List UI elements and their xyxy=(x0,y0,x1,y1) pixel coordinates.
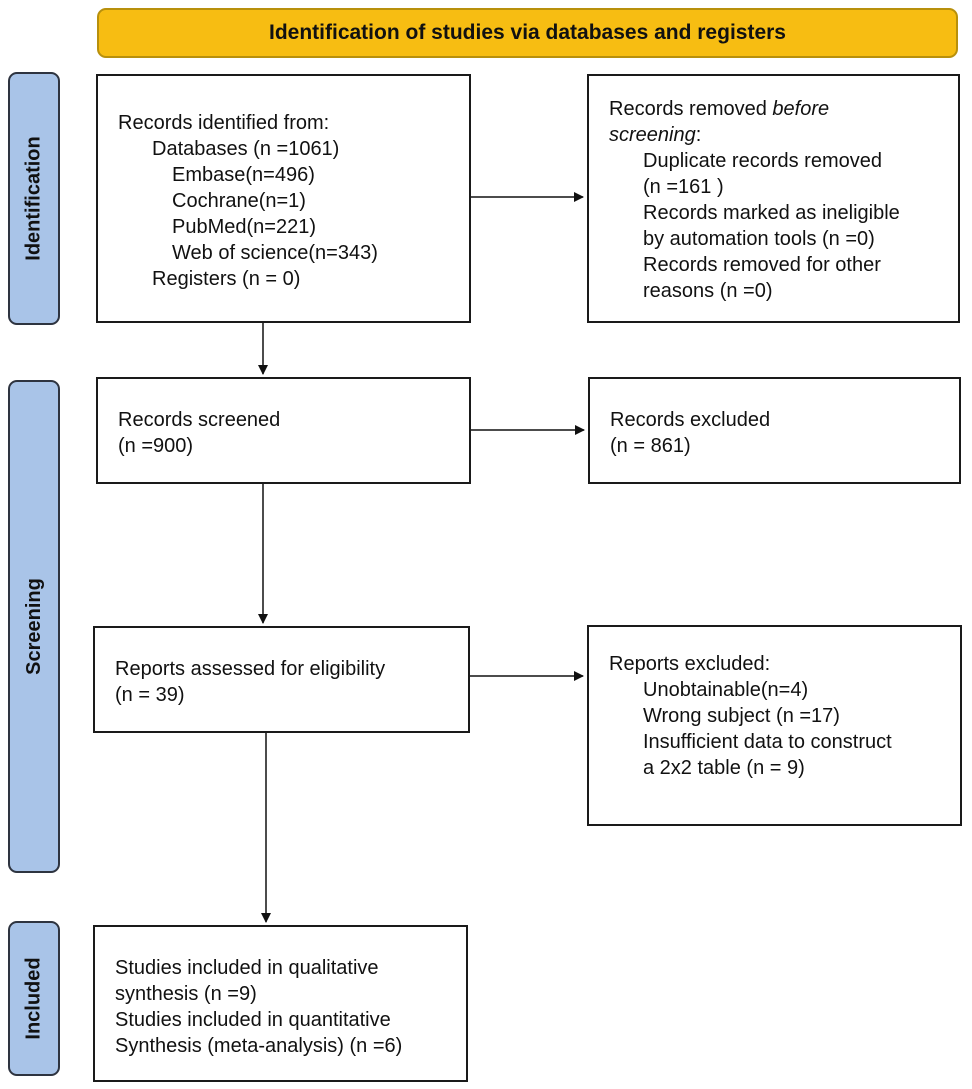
header-banner: Identification of studies via databases … xyxy=(97,8,958,58)
records-removed-heading: Records removed before xyxy=(609,98,830,120)
records-screened-label: Records screened xyxy=(118,409,281,431)
included-box: Studies included in qualitative synthesi… xyxy=(93,925,468,1082)
duplicates-count: (n =161 ) xyxy=(643,176,724,198)
other-removed-count: reasons (n =0) xyxy=(643,280,773,302)
reports-assessed-label: Reports assessed for eligibility xyxy=(115,658,386,680)
records-removed-box: Records removed before screening: Duplic… xyxy=(587,74,960,323)
insufficient-data-label: Insufficient data to construct xyxy=(643,731,892,753)
cochrane-count: Cochrane(n=1) xyxy=(172,190,306,212)
records-screened-count: (n =900) xyxy=(118,435,194,457)
ineligible-count: by automation tools (n =0) xyxy=(643,228,875,250)
unobtainable-count: Unobtainable(n=4) xyxy=(643,679,809,701)
reports-excluded-box: Reports excluded: Unobtainable(n=4) Wron… xyxy=(587,625,962,826)
qualitative-count: synthesis (n =9) xyxy=(115,983,257,1005)
ineligible-label: Records marked as ineligible xyxy=(643,202,900,224)
registers-count: Registers (n = 0) xyxy=(152,268,301,290)
duplicates-label: Duplicate records removed xyxy=(643,150,882,172)
other-removed-label: Records removed for other xyxy=(643,254,881,276)
records-excluded-label: Records excluded xyxy=(610,409,771,431)
records-screened-box: Records screened (n =900) xyxy=(96,377,471,484)
wrong-subject-count: Wrong subject (n =17) xyxy=(643,705,840,727)
reports-excluded-heading: Reports excluded: xyxy=(609,653,771,675)
phase-identification: Identification xyxy=(8,72,60,325)
phase-screening: Screening xyxy=(8,380,60,873)
quantitative-count: Synthesis (meta-analysis) (n =6) xyxy=(115,1035,403,1057)
insufficient-data-count: a 2x2 table (n = 9) xyxy=(643,757,805,779)
reports-assessed-box: Reports assessed for eligibility (n = 39… xyxy=(93,626,470,733)
embase-count: Embase(n=496) xyxy=(172,164,315,186)
qualitative-label: Studies included in qualitative xyxy=(115,957,379,979)
pubmed-count: PubMed(n=221) xyxy=(172,216,316,238)
header-title: Identification of studies via databases … xyxy=(269,21,786,44)
phase-included: Included xyxy=(8,921,60,1076)
databases-count: Databases (n =1061) xyxy=(152,138,340,160)
records-excluded-count: (n = 861) xyxy=(610,435,691,457)
reports-assessed-count: (n = 39) xyxy=(115,684,185,706)
records-identified-heading: Records identified from: xyxy=(118,112,330,134)
quantitative-label: Studies included in quantitative xyxy=(115,1009,391,1031)
wos-count: Web of science(n=343) xyxy=(172,242,378,264)
records-removed-heading-cont: screening: xyxy=(609,124,702,146)
records-identified-box: Records identified from: Databases (n =1… xyxy=(96,74,471,323)
records-excluded-box: Records excluded (n = 861) xyxy=(588,377,961,484)
